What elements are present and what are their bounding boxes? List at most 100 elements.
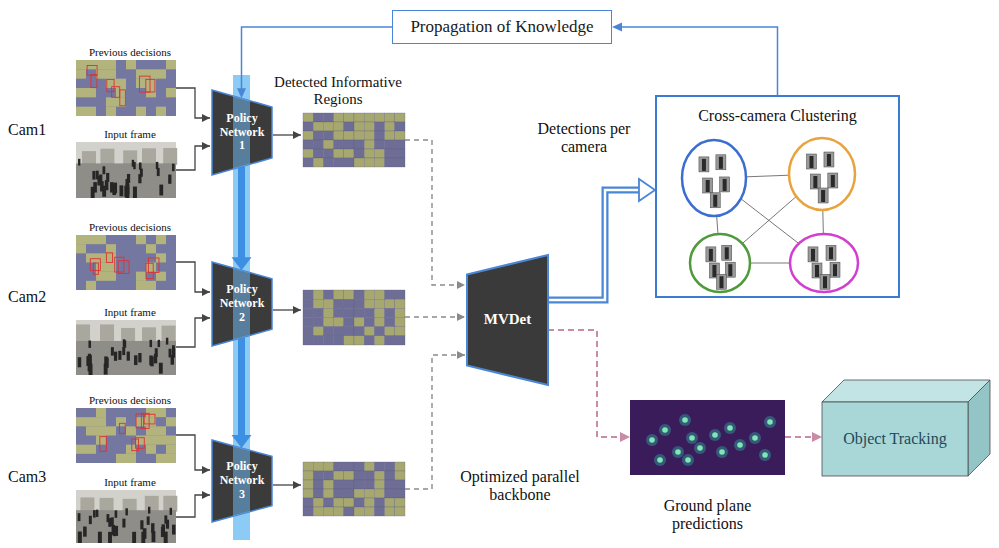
region-tile [344, 131, 354, 140]
region-tile [323, 290, 333, 299]
region-tile [385, 336, 395, 345]
region-tile [374, 131, 384, 140]
region-tile [323, 480, 333, 489]
pedestrian [172, 348, 175, 357]
arrow-head [812, 432, 822, 442]
region-tile [334, 471, 344, 480]
region-tile [385, 507, 395, 516]
map-tile [86, 281, 96, 290]
map-tile [86, 235, 96, 244]
map-tile [146, 281, 156, 290]
region-tile [395, 462, 405, 471]
region-map [303, 290, 405, 345]
map-ground [76, 408, 176, 463]
connector-line [548, 190, 641, 300]
region-tile [374, 507, 384, 516]
map-tile [146, 417, 156, 426]
pedestrian [133, 187, 137, 198]
region-tile [395, 327, 405, 336]
connector [232, 167, 252, 271]
region-tile [364, 299, 374, 308]
pedestrian [105, 358, 109, 368]
region-tile [303, 308, 313, 317]
pedestrian [102, 166, 105, 174]
pedestrian [111, 347, 114, 355]
prediction-dot [767, 419, 773, 425]
region-tile [313, 131, 323, 140]
pedestrian [98, 532, 102, 543]
region-tile [364, 113, 374, 122]
pedestrian [134, 355, 137, 365]
map-tile [106, 69, 116, 78]
person-crop [703, 178, 713, 193]
map-tile [156, 272, 166, 281]
region-tile [385, 131, 395, 140]
region-tile [385, 122, 395, 131]
pedestrian [78, 532, 82, 543]
arrow-head [639, 179, 655, 201]
region-tile [303, 122, 313, 131]
pedestrian [88, 354, 91, 364]
camera-frame [76, 320, 176, 375]
person-figure [833, 264, 837, 276]
pedestrian [147, 516, 150, 524]
region-tile [354, 336, 364, 345]
person-figure [815, 265, 819, 277]
region-tile [354, 471, 364, 480]
region-tile [334, 122, 344, 131]
detection-box [141, 413, 149, 428]
pedestrian [132, 532, 136, 543]
pedestrian [110, 182, 114, 192]
frame-building [142, 148, 156, 165]
pedestrian [170, 508, 172, 515]
caption-text: Previous decisions [78, 46, 182, 59]
region-tile [303, 131, 313, 140]
pedestrian [148, 507, 150, 514]
map-tile [86, 253, 96, 262]
person-crop [808, 247, 818, 262]
region-tile [354, 299, 364, 308]
region-tile [385, 471, 395, 480]
map-tile [156, 107, 166, 116]
caption-text: Previous decisions [78, 394, 182, 407]
map-tile [136, 235, 146, 244]
input-arrow [176, 495, 210, 517]
person-figure [831, 175, 835, 187]
region-tile [395, 489, 405, 498]
detection-box [136, 414, 144, 428]
region-tile [354, 113, 364, 122]
region-tile [364, 308, 374, 317]
pedestrian [88, 341, 91, 348]
region-tile [364, 498, 374, 507]
region-tile [364, 140, 374, 149]
frame-building [100, 149, 114, 166]
person-crop [716, 155, 726, 170]
pedestrian [92, 171, 95, 180]
region-tile [313, 113, 323, 122]
pedestrian [151, 523, 154, 533]
pedestrian [78, 357, 82, 367]
pedestrian [93, 182, 97, 192]
region-tile [364, 149, 374, 158]
prediction-halo [686, 432, 698, 444]
cluster-outline [690, 234, 750, 292]
arrow-head [612, 23, 622, 32]
person-figure [813, 176, 817, 188]
region-tile [323, 336, 333, 345]
caption-text: Input frame [78, 128, 182, 141]
map-tile [136, 79, 146, 88]
map-tile [106, 60, 116, 69]
prediction-halo [724, 422, 736, 434]
person-figure [809, 156, 813, 168]
map-tile [106, 97, 116, 106]
region-tile [303, 489, 313, 498]
connector-line [238, 167, 245, 260]
detection-box [139, 76, 150, 92]
node-text: Cross-camera Clustering [698, 107, 857, 125]
cluster-outline [789, 138, 855, 210]
detection-box [107, 79, 114, 91]
map-tile [86, 445, 96, 454]
region-tile [323, 507, 333, 516]
region-tile [364, 462, 374, 471]
region-tile [385, 149, 395, 158]
